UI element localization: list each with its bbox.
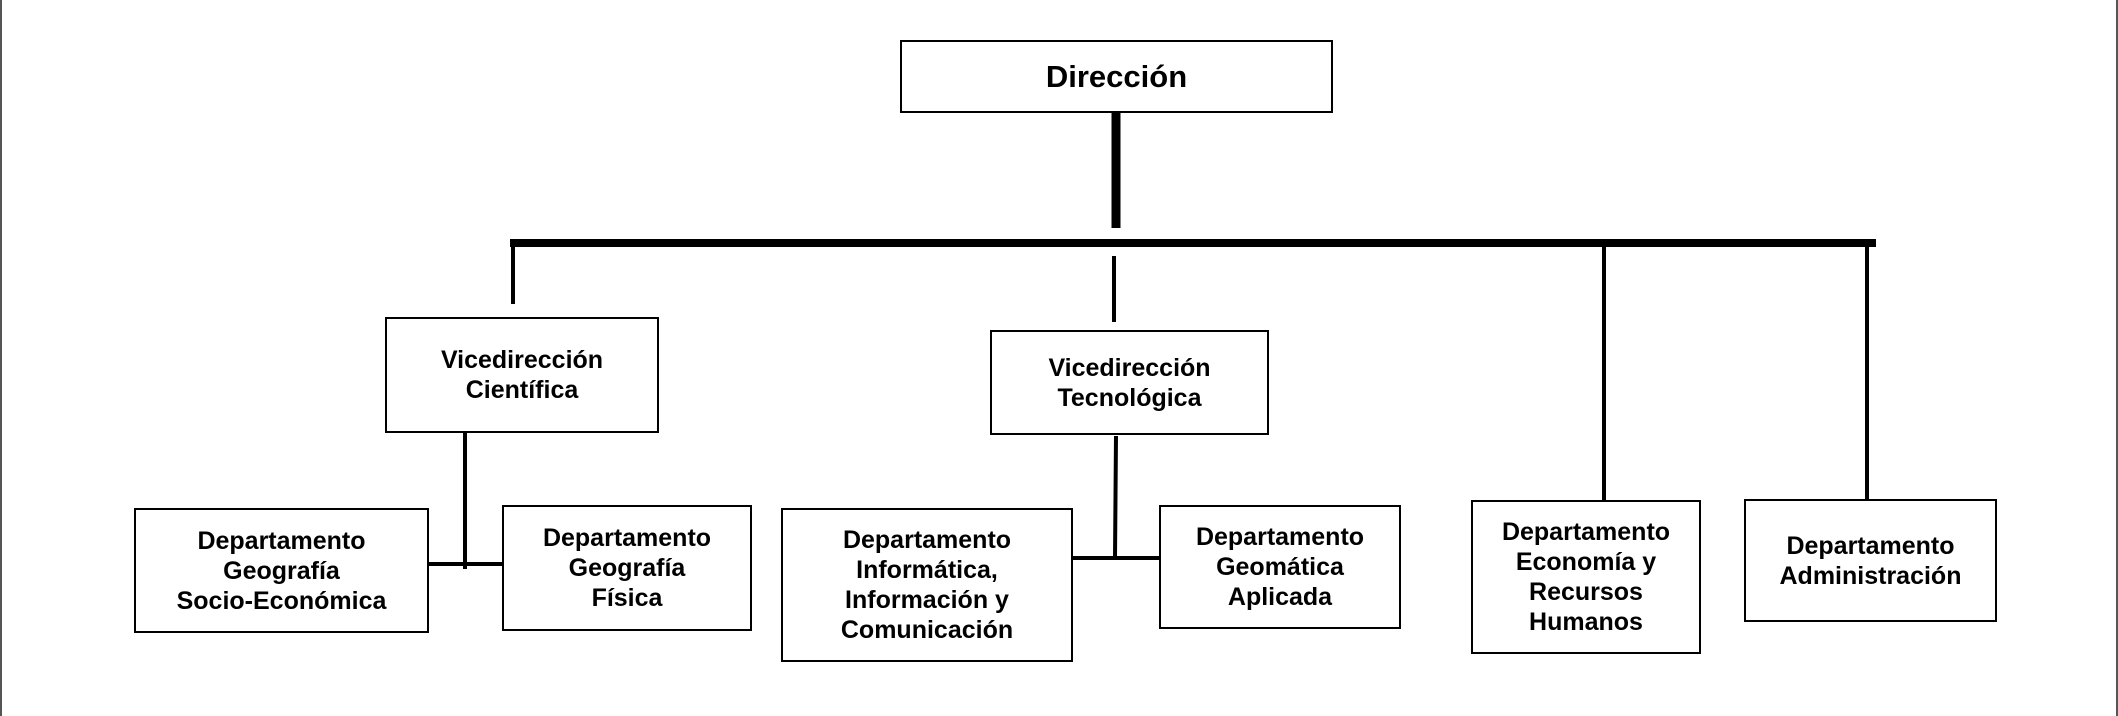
node-label-line: Departamento [542,524,712,552]
node-departamento-economia-recursos-humanos: Departamento Economía y Recursos Humanos [1471,500,1701,654]
node-label-line: Aplicada [1227,583,1333,611]
node-label-line: Departamento [842,526,1012,554]
node-departamento-geografia-socio-economica: Departamento Geografía Socio-Económica [134,508,429,633]
node-label-line: Geografía [223,556,340,585]
node-label-line: Socio-Económica [176,586,387,615]
node-label-line: Información y [845,586,1009,614]
node-label-line: Departamento [1501,518,1671,546]
node-label-line: Departamento [1786,531,1955,560]
node-label-line: Comunicación [840,616,1014,644]
node-direccion: Dirección [900,40,1333,113]
node-label-line: Vicedirección [440,346,604,374]
node-label-line: Tecnológica [1057,383,1202,412]
node-departamento-administracion: Departamento Administración [1744,499,1997,622]
node-label-line: Economía y [1515,548,1657,576]
node-vicedireccion-cientifica: Vicedirección Científica [385,317,659,433]
node-label-line: Administración [1779,561,1962,590]
node-departamento-geomatica-aplicada: Departamento Geomática Aplicada [1159,505,1401,629]
node-label-line: Vicedirección [1048,353,1211,382]
node-label-line: Departamento [197,526,366,555]
connector-vice-tecnologica-down [1113,435,1118,559]
node-label-line: Informática, [856,556,998,584]
node-direccion-label: Dirección [1045,58,1188,94]
node-label-line: Departamento [1195,523,1365,551]
node-vicedireccion-tecnologica: Vicedirección Tecnológica [990,330,1269,435]
node-label-line: Recursos [1529,578,1643,606]
node-label-line: Humanos [1529,608,1643,636]
node-label-line: Científica [465,376,579,404]
node-departamento-geografia-fisica: Departamento Geografía Física [502,505,752,631]
node-label-line: Geografía [568,554,686,582]
node-label-line: Física [591,584,663,612]
node-departamento-informatica: Departamento Informática, Información y … [781,508,1073,662]
node-label-line: Geomática [1216,553,1344,581]
